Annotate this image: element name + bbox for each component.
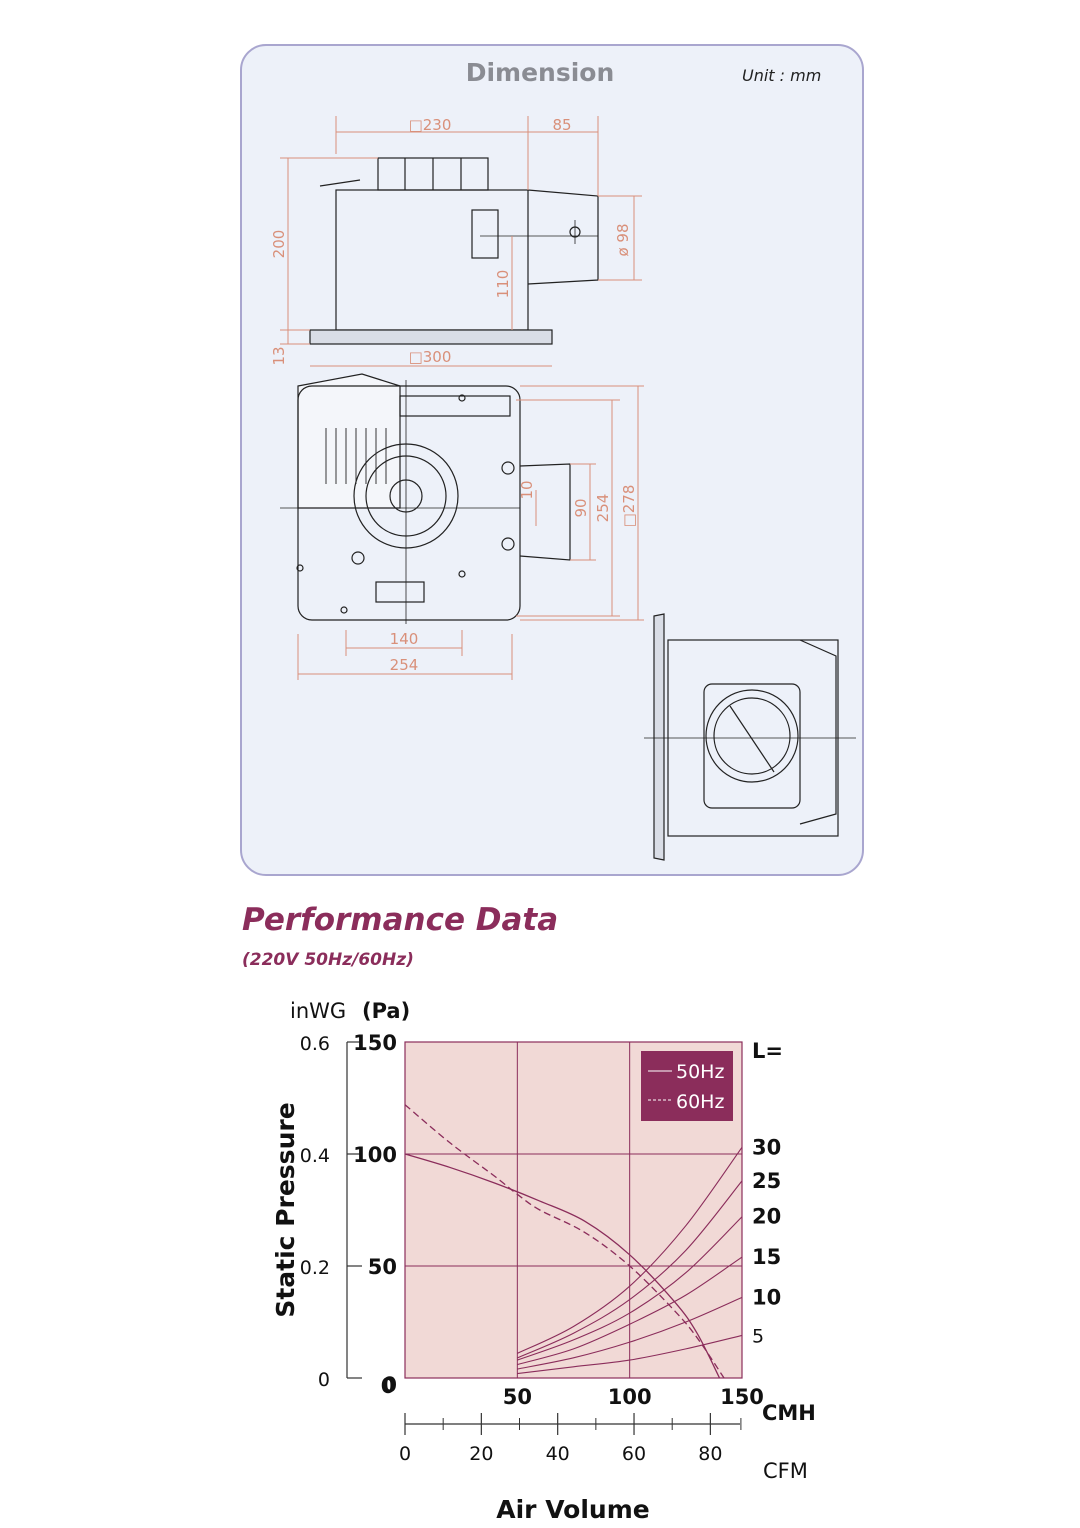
x-unit-secondary: CFM (763, 1459, 808, 1483)
x-tick-label-cmh: 100 (608, 1385, 652, 1409)
dim-300-label: □300 (409, 348, 452, 366)
y-tick-label-pa: 50 (368, 1255, 397, 1279)
x-axis-title: Air Volume (496, 1495, 649, 1524)
dim-110-label: 110 (494, 270, 512, 299)
duct-length-label: L= (752, 1039, 783, 1063)
series-line-60hz (404, 1104, 725, 1379)
dimension-title: Dimension (465, 58, 615, 87)
duct-curve-label: 10 (752, 1285, 781, 1309)
legend-entry-60hz: 60Hz (676, 1091, 724, 1113)
dim-200-label: 200 (270, 230, 288, 259)
dim-13-label: 13 (270, 346, 288, 365)
y-unit-primary: (Pa) (362, 999, 410, 1023)
technical-drawing: □230 85 200 110 ø 98 13 □300 10 90 254 □… (270, 116, 856, 861)
y-tick-label-pa: 0 (382, 1373, 397, 1397)
cfm-tick-label: 0 (399, 1443, 411, 1465)
y-tick-label-inwg: 0 (318, 1369, 330, 1391)
performance-title: Performance Data (242, 902, 559, 938)
x-zero-label: 0 (381, 1374, 396, 1398)
ceiling-grille-side (309, 329, 553, 345)
y-axis-title: Static Pressure (271, 1102, 300, 1317)
duct-curve-label: 5 (752, 1325, 764, 1347)
y-tick-label-inwg: 0.2 (300, 1257, 330, 1279)
dim-85-label: 85 (552, 116, 571, 134)
performance-series (404, 1104, 725, 1379)
side-grille (653, 613, 665, 861)
fan-body-side (335, 189, 529, 331)
dimension-unit: Unit : mm (742, 66, 822, 85)
axis-ticks: 0 50 100 150 0 0.2 0.4 0.6 50 100 150 0 20 40 60 80 (300, 1031, 764, 1465)
duct-curve (517, 1216, 743, 1361)
duct-curve-label: 15 (752, 1245, 781, 1269)
duct-curve-label: 30 (752, 1135, 781, 1159)
dim-254-label: 254 (390, 656, 419, 674)
dim-230-label: □230 (409, 116, 452, 134)
fan-body-plan (297, 385, 521, 621)
legend-box (641, 1051, 733, 1121)
y-tick-label-pa: 100 (353, 1143, 397, 1167)
cfm-tick-label: 60 (622, 1443, 646, 1465)
x-tick-label-cmh: 50 (503, 1385, 532, 1409)
performance-subtitle: (220V 50Hz/60Hz) (242, 950, 414, 970)
scroll-housing (703, 683, 801, 809)
junction-plate (471, 209, 499, 259)
duct-outlet-side (527, 189, 599, 285)
cfm-tick-label: 40 (546, 1443, 570, 1465)
outlet-chute (297, 373, 401, 509)
y-tick-label-pa: 150 (353, 1031, 397, 1055)
duct-curve (517, 1296, 743, 1370)
motor-mount (375, 581, 425, 603)
dim-90-label: 90 (572, 498, 590, 517)
duct-curve (517, 1256, 743, 1366)
grid-lines (405, 1042, 742, 1378)
y-unit-secondary: inWG (290, 999, 346, 1023)
duct-outlet-plan (519, 463, 571, 561)
dim-10-label: 10 (518, 480, 536, 499)
y-tick-label-inwg: 0.6 (300, 1033, 330, 1055)
x-unit-primary: CMH (762, 1401, 816, 1425)
dim-140-label: 140 (390, 630, 419, 648)
scroll-circle (705, 689, 799, 783)
dim-278-label: □278 (620, 485, 638, 528)
dim-98-label: ø 98 (614, 223, 632, 256)
duct-curve-label: 20 (752, 1205, 781, 1229)
dim-254-vertical-label: 254 (594, 494, 612, 523)
duct-curves: 30 25 20 15 10 5 (517, 1135, 781, 1375)
duct-curve-label: 25 (752, 1169, 781, 1193)
cfm-tick-label: 80 (698, 1443, 722, 1465)
x-tick-label-cmh: 150 (720, 1385, 764, 1409)
duct-curve (517, 1146, 743, 1354)
y-tick-label-inwg: 0.4 (300, 1145, 330, 1167)
duct-curve (517, 1180, 743, 1359)
series-line-50hz (404, 1153, 721, 1379)
legend-entry-50hz: 50Hz (676, 1061, 724, 1083)
performance-chart: 30 25 20 15 10 5 50Hz 60Hz inWG (Pa) Static P… (271, 999, 816, 1524)
cfm-tick-label: 20 (469, 1443, 493, 1465)
